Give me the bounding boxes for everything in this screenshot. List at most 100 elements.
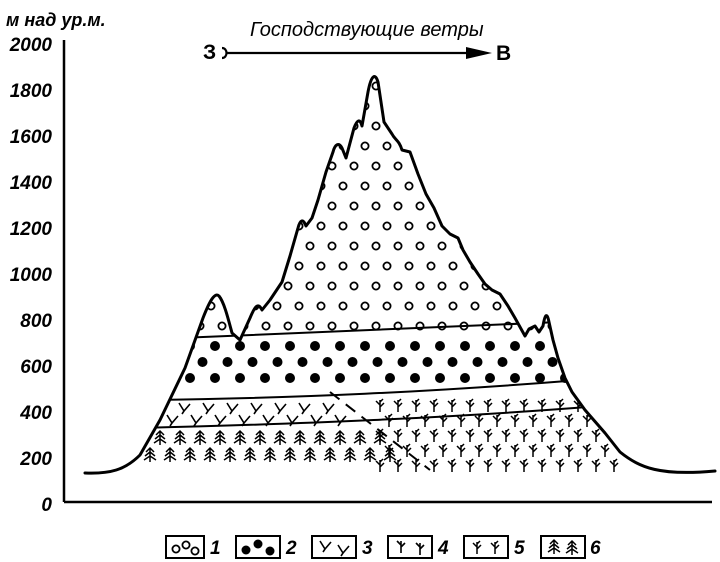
- open-circle-icon: [393, 81, 403, 91]
- steppe-sprig-icon: [447, 458, 457, 473]
- open-circle-icon: [470, 181, 480, 191]
- open-circle-icon: [261, 201, 271, 211]
- filled-circle-icon: [265, 546, 275, 556]
- filled-circle-icon: [560, 341, 570, 351]
- open-circle-icon: [327, 241, 337, 251]
- y-tick-1200: 1200: [10, 219, 53, 240]
- open-circle-icon: [305, 161, 315, 171]
- open-circle-icon: [371, 281, 381, 291]
- open-circle-icon: [426, 301, 436, 311]
- steppe-sprig-icon: [564, 443, 574, 458]
- open-circle-icon: [547, 121, 557, 131]
- steppe-sprig-icon: [528, 443, 538, 458]
- open-circle-icon: [283, 281, 293, 291]
- open-circle-icon: [470, 141, 480, 151]
- open-circle-icon: [470, 101, 480, 111]
- open-circle-icon: [481, 241, 491, 251]
- steppe-sprig-icon: [465, 458, 475, 473]
- belt-boundaries: [139, 321, 601, 429]
- legend-item-6: 6: [540, 535, 601, 559]
- open-circle-icon: [448, 221, 458, 231]
- open-circle-icon: [371, 321, 381, 331]
- open-circle-icon: [272, 221, 282, 231]
- broadleaf-icon: [310, 414, 323, 427]
- open-circle-icon: [492, 221, 502, 231]
- open-circle-icon: [195, 81, 205, 91]
- open-circle-icon: [415, 241, 425, 251]
- y-tick-400: 400: [19, 403, 52, 424]
- open-circle-icon: [316, 141, 326, 151]
- open-circle-icon: [171, 544, 181, 554]
- open-circle-icon: [294, 141, 304, 151]
- open-circle-icon: [261, 121, 271, 131]
- filled-circle-icon: [385, 373, 395, 383]
- filled-circle-icon: [322, 357, 333, 367]
- open-circle-icon: [514, 181, 524, 191]
- open-circle-icon: [448, 141, 458, 151]
- y-tick-200: 200: [19, 449, 52, 470]
- open-circle-icon: [327, 281, 337, 291]
- open-circle-icon: [349, 161, 359, 171]
- open-circle-icon: [360, 261, 370, 271]
- broadleaf-icon: [178, 402, 191, 415]
- filled-circle-icon: [197, 357, 208, 367]
- steppe-sprig-icon: [600, 413, 610, 428]
- open-circle-icon: [448, 301, 458, 311]
- open-circle-icon: [338, 181, 348, 191]
- open-circle-icon: [305, 201, 315, 211]
- wind-title: Господствующие ветры: [250, 19, 484, 41]
- open-circle-icon: [404, 261, 414, 271]
- open-circle-icon: [426, 221, 436, 231]
- open-circle-icon: [547, 161, 557, 171]
- filled-circle-icon: [347, 357, 358, 367]
- open-circle-icon: [525, 201, 535, 211]
- open-circle-icon: [206, 221, 216, 231]
- filled-circle-icon: [572, 357, 583, 367]
- open-circle-icon: [503, 241, 513, 251]
- y-tick-1000: 1000: [10, 265, 53, 286]
- legend-item-1: 1: [165, 535, 221, 559]
- open-circle-icon: [239, 241, 249, 251]
- filled-circle-icon: [335, 341, 345, 351]
- filled-circle-icon: [372, 357, 383, 367]
- broadleaf-icon: [202, 402, 215, 415]
- steppe-sprig-icon: [501, 398, 511, 413]
- legend-box-5: [463, 535, 509, 559]
- steppe-sprig-icon: [519, 398, 529, 413]
- filled-circle-icon: [285, 341, 295, 351]
- legend-number-2: 2: [285, 538, 297, 559]
- open-circle-icon: [228, 221, 238, 231]
- y-tick-600: 600: [20, 357, 52, 378]
- open-circle-icon: [492, 101, 502, 111]
- open-circle-icon: [217, 201, 227, 211]
- broadleaf-icon: [166, 414, 179, 427]
- open-circle-icon: [283, 81, 293, 91]
- open-circle-icon: [437, 241, 447, 251]
- steppe-sprig-icon: [474, 413, 484, 428]
- open-circle-icon: [272, 141, 282, 151]
- open-circle-icon: [415, 201, 425, 211]
- conifer-tree-icon: [333, 430, 347, 446]
- open-circle-icon: [228, 261, 238, 271]
- filled-circle-icon: [272, 357, 283, 367]
- open-circle-icon: [261, 241, 271, 251]
- steppe-sprig-icon: [537, 458, 547, 473]
- filled-circle-icon: [297, 357, 308, 367]
- open-circle-icon: [514, 221, 524, 231]
- conifer-tree-icon: [163, 447, 177, 463]
- conifer-tree-icon: [143, 447, 157, 463]
- steppe-sprig-icon: [375, 398, 385, 413]
- steppe-sprig-icon: [519, 428, 529, 443]
- filled-circle-icon: [547, 357, 558, 367]
- open-circle-icon: [448, 101, 458, 111]
- filled-circle-icon: [410, 341, 420, 351]
- open-circle-icon: [536, 141, 546, 151]
- wind-arrow-head-icon: [466, 47, 492, 59]
- legend-number-5: 5: [514, 538, 525, 559]
- open-circle-icon: [217, 161, 227, 171]
- open-circle-icon: [228, 141, 238, 151]
- legend-item-4: 4: [387, 535, 449, 559]
- open-circle-icon: [349, 321, 359, 331]
- steppe-sprig-icon: [429, 428, 439, 443]
- broadleaf-icon: [322, 402, 335, 415]
